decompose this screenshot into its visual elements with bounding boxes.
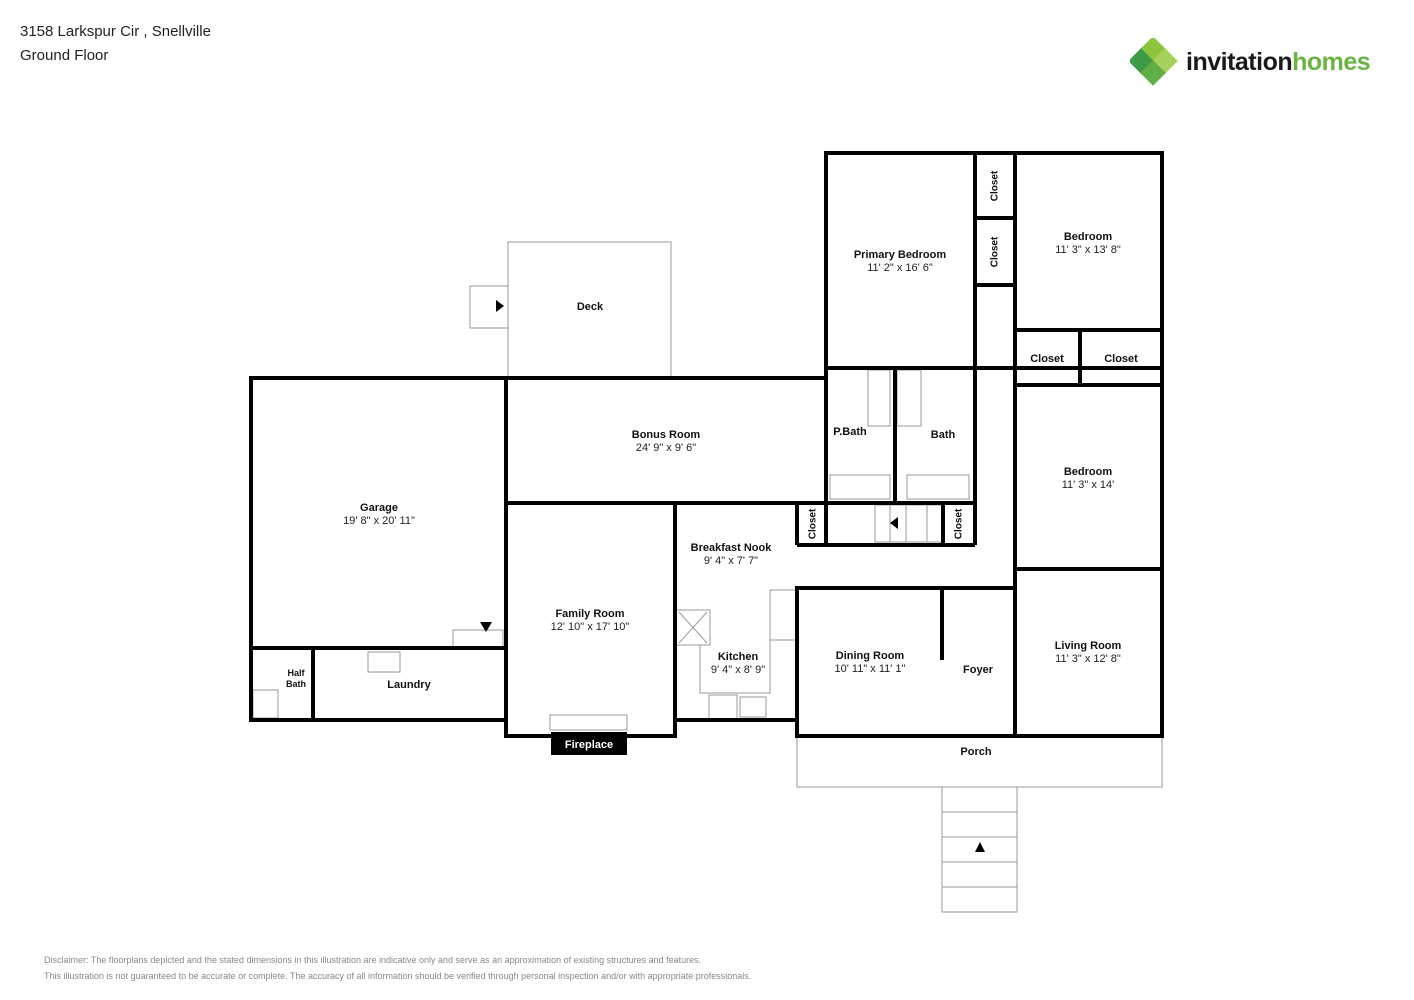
logo-text-invitation: invitation xyxy=(1186,47,1293,76)
room-closet: Closet xyxy=(1104,353,1138,365)
thin-outlines xyxy=(252,241,1163,913)
room-laundry: Laundry xyxy=(387,679,431,691)
porch-outline xyxy=(796,735,1163,788)
room-closet: Closet xyxy=(989,236,1001,268)
invitation-homes-logo: invitationhomes xyxy=(1130,38,1371,86)
room-deck: Deck xyxy=(576,301,604,313)
room-closet: Closet xyxy=(989,170,1001,202)
room-foyer: Foyer xyxy=(963,664,993,676)
address: 3158 Larkspur Cir , Snellville xyxy=(20,23,211,40)
front-stairs xyxy=(941,786,1018,913)
deck-stairs xyxy=(469,285,509,329)
stair-arrows xyxy=(480,300,985,852)
logo-clover-icon xyxy=(1130,38,1178,86)
fireplace: Fireplace xyxy=(551,732,627,755)
arrow-down-icon xyxy=(480,622,492,632)
room-closet: Closet xyxy=(1030,353,1064,365)
arrow-right-icon xyxy=(496,300,504,312)
arrow-up-icon xyxy=(975,842,985,852)
room-porch: Porch xyxy=(960,746,992,758)
room-pbath: P.Bath xyxy=(833,426,867,438)
room-closet: Closet xyxy=(953,508,965,540)
room-bath: Bath xyxy=(930,429,956,441)
room-closet: Closet xyxy=(807,508,819,540)
logo-text-homes: homes xyxy=(1292,47,1371,76)
disclaimer-line-1: Disclaimer: The floorplans depicted and … xyxy=(44,955,702,965)
walls xyxy=(249,151,1164,738)
disclaimer-line-2: This illustration is not guaranteed to b… xyxy=(44,971,752,981)
floor-label: Ground Floor xyxy=(20,47,109,64)
arrow-left-icon xyxy=(890,517,898,529)
